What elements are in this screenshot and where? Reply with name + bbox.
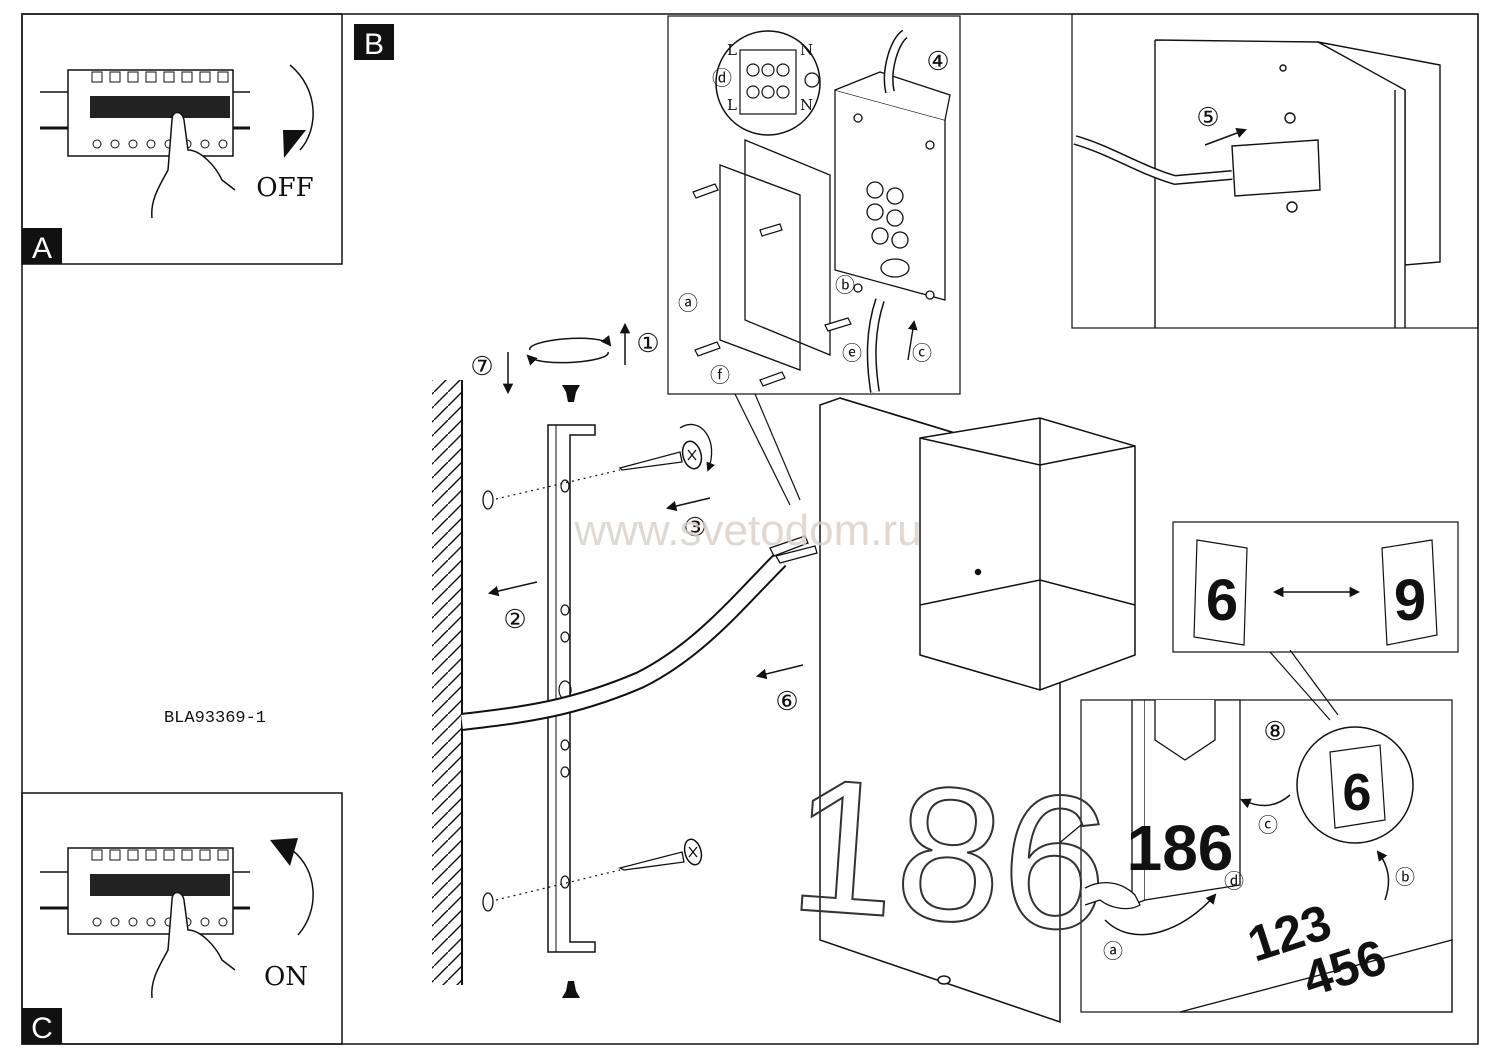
panel-c-badge: [22, 1008, 62, 1044]
sub-step-a-junction: ⓐ: [678, 291, 698, 315]
cable-wires: [769, 535, 818, 564]
page-frame: [21, 13, 1479, 1045]
bracket-top-screw: [562, 385, 580, 402]
panel-a-badge: [22, 228, 62, 264]
plug-inset-frame: [1071, 13, 1479, 329]
bracket-bottom-screw: [562, 981, 580, 998]
model-code: BLA93369-1: [164, 709, 266, 728]
terminal-label-neutral-bottom: N: [800, 96, 813, 114]
panel-c-letter: C: [31, 1012, 53, 1045]
supply-cable-core: [461, 555, 785, 729]
sub-step-a-sticker: ⓐ: [1103, 939, 1123, 963]
cable-entry-arrow: [907, 320, 918, 361]
watermark: www.svetodom.ru: [573, 506, 921, 555]
rotation-arrows: [526, 335, 612, 366]
sticker-arrows: [1104, 794, 1390, 936]
junction-box-illustration: [719, 29, 951, 393]
step-5: ⑤: [1196, 103, 1219, 133]
step-3: ③: [683, 513, 706, 543]
junction-box-inset-frame: [667, 15, 961, 395]
terminal-detail-circle: [715, 30, 821, 136]
panel-c-frame: [21, 792, 343, 1045]
junction-box-screws: [692, 183, 852, 387]
terminal-label-neutral-top: N: [800, 41, 813, 59]
panel-a-letter: A: [32, 232, 52, 265]
sticker-nine: 9: [1381, 539, 1438, 646]
step-1: ①: [636, 329, 659, 359]
house-number-lamp: [819, 397, 1136, 1024]
sub-step-d-sticker: ⓓ: [1224, 869, 1244, 893]
peel-sticker-digit: 6: [1343, 764, 1372, 822]
terminal-label-live-bottom: L: [727, 96, 737, 114]
sub-step-c-junction: ⓒ: [912, 341, 932, 365]
off-caption: OFF: [256, 173, 313, 203]
insert-arrow-6: [755, 664, 804, 680]
plug-insert-arrow: [1204, 128, 1247, 146]
wall-screw-bottom: [618, 838, 703, 871]
step-7: ⑦: [470, 352, 493, 382]
supply-cable: [460, 553, 787, 731]
on-caption: ON: [264, 962, 308, 992]
panel-a-frame: [21, 13, 343, 265]
number-swap-inset-frame: [1172, 521, 1459, 653]
applied-number-dark: 186: [1127, 812, 1234, 884]
panel-b-letter: B: [364, 28, 384, 61]
sub-step-e-junction: ⓔ: [842, 341, 862, 365]
plug-connection-illustration: [1073, 39, 1441, 328]
sticker-six: 6: [1193, 539, 1248, 646]
breaker-on-illustration: [40, 838, 314, 999]
sub-step-d-junction: ⓓ: [712, 66, 732, 90]
sticker-nine-digit: 9: [1394, 568, 1426, 633]
breaker-off-illustration: [40, 64, 314, 219]
hand-peeling-sticker: 6: [1296, 726, 1414, 844]
sub-step-b-sticker: ⓑ: [1395, 865, 1415, 889]
step-4: ④: [926, 47, 949, 77]
hand-smoothing-sticker: [1084, 882, 1141, 910]
callout-lines: [734, 393, 1339, 856]
step-6: ⑥: [775, 687, 798, 717]
insert-arrow-3: [665, 497, 711, 512]
wall-screw-top: [618, 423, 715, 472]
step-2: ②: [503, 605, 526, 635]
wall-hatching: [432, 380, 462, 985]
wall-hole-bottom: [482, 892, 494, 912]
terminal-label-live-top: L: [727, 41, 737, 59]
insert-arrow-2: [487, 581, 538, 597]
panel-b-badge: [354, 24, 394, 60]
wall-hole-top: [482, 490, 494, 510]
sub-step-c-sticker: ⓒ: [1258, 813, 1278, 837]
sticker-six-digit: 6: [1206, 568, 1238, 633]
mounting-bracket: [547, 424, 596, 953]
sub-step-f-junction: ⓕ: [710, 363, 730, 387]
sub-step-b-junction: ⓑ: [835, 273, 855, 297]
step-8: ⑧: [1263, 717, 1286, 747]
lamp-house-number: 186: [784, 738, 1115, 972]
sticker-application-illustration: [1131, 699, 1453, 1013]
